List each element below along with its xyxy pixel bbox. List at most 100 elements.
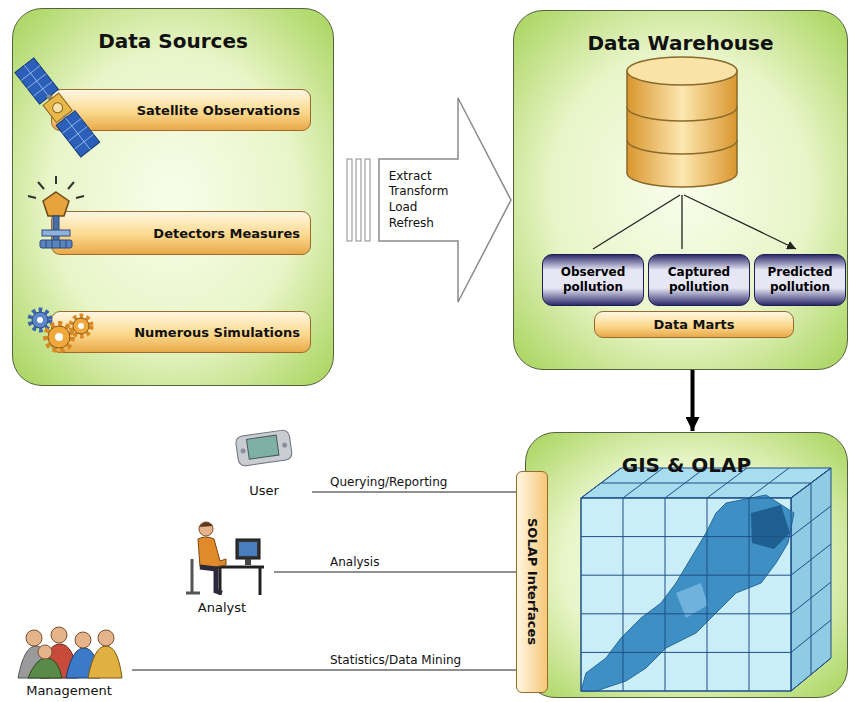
etl-bar <box>356 159 361 241</box>
box-label: Numerous Simulations <box>134 325 300 340</box>
grid-line <box>581 613 791 614</box>
detector-icon-part <box>46 240 66 248</box>
actor-label: User <box>249 483 279 498</box>
panel-title: Data Sources <box>98 29 248 53</box>
actor-label: Management <box>26 683 112 698</box>
data-mart-box: Observed pollution <box>542 254 644 306</box>
analyst-figure <box>180 515 266 597</box>
grid-line <box>707 498 708 691</box>
gears-icon-part <box>71 316 91 336</box>
warehouse-cylinder-part <box>627 57 737 85</box>
edge-label: Querying/Reporting <box>330 475 447 489</box>
grid-line <box>581 691 791 692</box>
grid-line <box>749 498 750 691</box>
grid-line <box>581 498 791 499</box>
satellite-icon-part <box>56 111 100 157</box>
satellite-icon-part <box>56 111 100 157</box>
analyst-figure-part <box>186 559 200 593</box>
box-label: SOLAP Interfaces <box>525 518 540 645</box>
grid-line <box>601 483 811 484</box>
analyst-figure-part <box>198 537 226 567</box>
detector-icon-part <box>53 216 59 242</box>
gears-icon-part <box>73 318 89 334</box>
etl-bar <box>365 159 370 241</box>
satellite-icon-part <box>15 58 59 104</box>
source-box: Detectors Measures <box>51 211 311 255</box>
grid-line <box>665 498 666 691</box>
management-group-figure-part <box>26 630 42 646</box>
gears-icon <box>26 306 96 356</box>
management-group-figure-part <box>51 627 67 643</box>
grid-line <box>811 483 812 675</box>
grid-line <box>581 536 791 537</box>
gears-icon-part <box>55 333 63 341</box>
detector-icon-part <box>40 240 72 248</box>
box-label: Observed pollution <box>547 265 639 295</box>
etl-bar <box>347 159 352 241</box>
flow-arrow <box>691 370 695 431</box>
handheld-device-icon-part <box>235 429 293 466</box>
analyst-figure-part <box>216 567 264 595</box>
analyst-figure-part <box>200 567 222 593</box>
group-panel: Data WarehouseObserved pollution Captured… <box>513 10 848 370</box>
gears-icon-part <box>48 326 70 348</box>
cube-grid <box>581 468 831 691</box>
edge-label: Statistics/Data Mining <box>330 653 461 667</box>
olap-cube-map-part <box>751 505 790 549</box>
source-box: Numerous Simulations <box>51 311 311 353</box>
handheld-device-icon-part <box>240 448 246 454</box>
warehouse-cylinder-part <box>627 71 737 187</box>
interface-bar: SOLAP Interfaces <box>516 471 548 693</box>
actor: User <box>222 425 306 500</box>
edge-label: Extract Transform Load Refresh <box>387 169 451 231</box>
grid-line <box>581 652 791 653</box>
olap-cube-map-part <box>676 583 708 618</box>
handheld-device-icon-part <box>246 435 278 459</box>
olap-cube-map-part <box>791 468 831 691</box>
handheld-device-icon-part <box>235 429 293 466</box>
satellite-icon-part <box>15 58 100 157</box>
analyst-figure-part <box>199 522 213 536</box>
box-label: Detectors Measures <box>153 226 300 241</box>
olap-cube-map-part <box>581 495 794 691</box>
panel-title: GIS & OLAP <box>622 453 752 477</box>
management-group-figure-part <box>38 645 52 659</box>
detector-icon <box>24 174 88 264</box>
edge-label: Analysis <box>330 555 379 569</box>
warehouse-cylinder-part <box>627 107 737 154</box>
etl-bars <box>347 159 370 241</box>
management-group-figure <box>14 622 124 680</box>
management-group-figure-part <box>28 658 62 678</box>
grid-line <box>623 498 624 691</box>
grid-line <box>791 498 792 691</box>
grid-line <box>581 498 582 691</box>
box-label: Captured pollution <box>653 265 745 295</box>
warehouse-cylinder-part <box>593 195 796 249</box>
gears-icon-part <box>37 317 43 323</box>
satellite-icon-part <box>15 58 59 104</box>
group-panel: Data Sources Satellite Observations Dete… <box>12 8 334 386</box>
handheld-device-icon-part <box>282 442 288 448</box>
panel-title: Data Warehouse <box>587 31 773 55</box>
analyst-figure-part <box>245 559 251 565</box>
analyst-figure-part <box>236 539 260 559</box>
source-box: Satellite Observations <box>51 89 311 131</box>
management-group-figure-part <box>88 646 122 678</box>
group-panel: GIS & OLAP SOLAP Interfaces <box>525 432 848 698</box>
analyst-figure-part <box>239 542 257 556</box>
box-label: Data Marts <box>653 317 734 332</box>
actor: Analyst <box>176 515 268 617</box>
satellite-icon-part <box>51 101 65 115</box>
box-label: Satellite Observations <box>137 103 300 118</box>
data-marts-bar: Data Marts <box>594 311 794 338</box>
handheld-device-icon <box>234 425 294 473</box>
satellite-icon <box>12 52 102 162</box>
gears-icon-part <box>46 324 72 350</box>
detector-icon-part <box>42 230 70 236</box>
access-line <box>274 571 516 572</box>
actor-label: Analyst <box>198 600 246 615</box>
gears-icon-part <box>78 323 84 329</box>
etl-arrow <box>379 98 511 302</box>
data-mart-box: Captured pollution <box>648 254 750 306</box>
